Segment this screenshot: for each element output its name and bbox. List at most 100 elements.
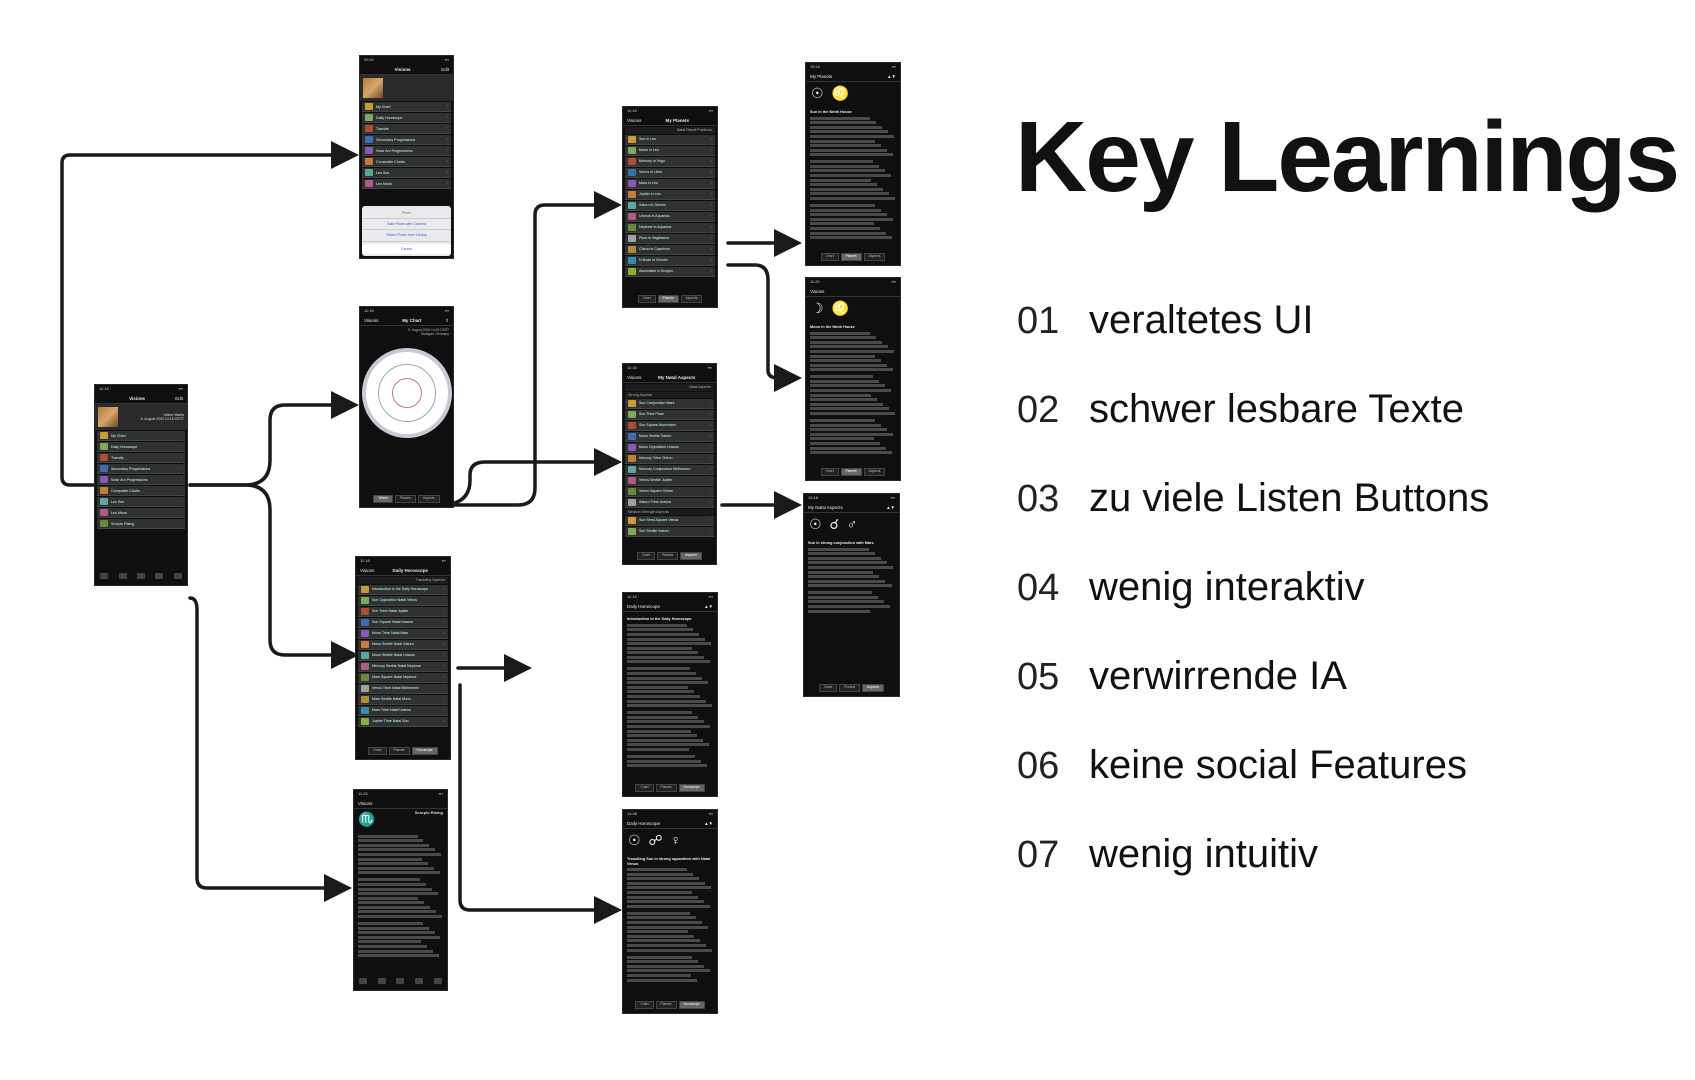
segment-tab[interactable]: Aspects (863, 468, 886, 476)
edit-button[interactable]: Edit (175, 395, 183, 401)
list-item[interactable]: Neptune in Aquarius› (625, 222, 715, 233)
list-item[interactable]: Mercury in Virgo› (625, 156, 715, 167)
avatar[interactable] (363, 78, 383, 99)
list-item[interactable]: Composite Charts› (97, 486, 185, 497)
segment-tab[interactable]: Chart (635, 784, 654, 792)
segment-tab[interactable]: Planets (655, 1001, 677, 1009)
list-item[interactable]: Venus in Libra› (625, 167, 715, 178)
segment-tab[interactable]: Horoscope (678, 1001, 705, 1009)
tab-icon[interactable] (433, 978, 442, 984)
list-item[interactable]: Jupiter in Leo› (625, 189, 715, 200)
profile-card[interactable] (360, 75, 453, 102)
take-photo-button[interactable]: Take Photo with Camera (362, 219, 451, 231)
back-button[interactable]: Visions (360, 567, 375, 573)
segment-tab[interactable]: Chart (635, 1001, 654, 1009)
back-button[interactable]: Daily Horoscope (627, 820, 661, 826)
list-item[interactable]: Scorpio Rising› (97, 519, 185, 530)
list-item[interactable]: Moon Sextile Natal Uranus› (358, 650, 448, 661)
segment-tab[interactable]: Planets (394, 495, 416, 503)
up-down-arrows-icon[interactable]: ▲▼ (704, 603, 713, 609)
tab-icon[interactable] (359, 978, 368, 984)
list-item[interactable]: Solar Arc Progressions› (97, 475, 185, 486)
share-icon[interactable]: ⇪ (445, 317, 449, 323)
list-item[interactable]: Venus Sextile Jupiter› (625, 475, 714, 486)
list-item[interactable]: Sun Trine Pluto› (625, 409, 714, 420)
list-item[interactable]: My Chart› (362, 102, 451, 113)
list-item[interactable]: Daily Horoscope› (97, 442, 185, 453)
segment-tab[interactable]: Planets (657, 552, 679, 560)
back-button[interactable]: Visions (810, 288, 825, 294)
list-item[interactable]: My Chart› (97, 431, 185, 442)
list-item[interactable]: Moon Opposition Uranus› (625, 442, 714, 453)
list-item[interactable]: Ascendant in Scorpio› (625, 266, 715, 277)
tab-icon[interactable] (415, 978, 424, 984)
select-photo-button[interactable]: Select Photo from Library (362, 230, 451, 242)
list-item[interactable]: Leo Moon› (97, 508, 185, 519)
segment-tab[interactable]: Planets (655, 784, 677, 792)
segment-tab[interactable]: Wheel (373, 495, 393, 503)
list-item[interactable]: Moon Sextile Saturn› (625, 431, 714, 442)
segment-tab[interactable]: Planets (840, 468, 862, 476)
chart-wheel[interactable] (361, 348, 452, 439)
back-button[interactable]: Visions (358, 800, 373, 806)
list-item[interactable]: Venus Trine Natal Midheaven› (358, 683, 448, 694)
list-item[interactable]: Sun Conjunction Mars› (625, 398, 714, 409)
list-item[interactable]: Moon Sextile Natal Saturn› (358, 639, 448, 650)
list-item[interactable]: Mercury Sextile Natal Neptune› (358, 661, 448, 672)
list-item[interactable]: Leo Sun› (97, 497, 185, 508)
list-item[interactable]: Mars Sextile Natal Moon› (358, 694, 448, 705)
list-item[interactable]: Daily Horoscope› (362, 113, 451, 124)
back-button[interactable]: My Natal Aspects (808, 504, 843, 510)
tab-icon[interactable] (118, 573, 127, 579)
segment-tab[interactable]: Aspects (680, 552, 702, 560)
segment-tab[interactable]: Chart (637, 295, 656, 303)
list-item[interactable]: Sun Trine Natal Jupiter› (358, 606, 448, 617)
list-item[interactable]: N.Node in Gemini› (625, 255, 715, 266)
list-item[interactable]: Introduction to the Daily Horoscope› (358, 584, 448, 595)
list-item[interactable]: Sun Opposition Natal Venus› (358, 595, 448, 606)
list-item[interactable]: Sun Square Natal Uranus› (358, 617, 448, 628)
list-item[interactable]: Pluto in Sagittarius› (625, 233, 715, 244)
tab-icon[interactable] (136, 573, 145, 579)
segment-tab[interactable]: Chart (637, 552, 656, 560)
list-item[interactable]: Moon Trine Natal Mars› (358, 628, 448, 639)
tab-icon[interactable] (100, 573, 109, 579)
segment-tab[interactable]: Planets (657, 295, 679, 303)
list-item[interactable]: Secondary Progressions› (97, 464, 185, 475)
back-button[interactable]: Visions (627, 374, 642, 380)
list-item[interactable]: Venus Square Chiron› (625, 486, 714, 497)
list-item[interactable]: Mars in Leo› (625, 178, 715, 189)
list-item[interactable]: Saturn Trine Uranus› (625, 497, 714, 508)
list-item[interactable]: Chiron in Capricorn› (625, 244, 715, 255)
back-button[interactable]: My Planets (810, 73, 833, 79)
tab-icon[interactable] (396, 978, 405, 984)
list-item[interactable]: Secondary Progressions› (362, 135, 451, 146)
list-item[interactable]: Mercury Conjunction Midheaven› (625, 464, 714, 475)
list-item[interactable]: Mercury Trine Chiron› (625, 453, 714, 464)
cancel-button[interactable]: Cancel (362, 243, 451, 254)
list-item[interactable]: Sun in Leo› (625, 134, 715, 145)
back-button[interactable]: Daily Horoscope (627, 603, 661, 609)
segment-tab[interactable]: Chart (368, 747, 387, 755)
list-item[interactable]: Leo Sun› (362, 168, 451, 179)
list-item[interactable]: Sun Square Ascendant› (625, 420, 714, 431)
list-item[interactable]: Sun Semi-Square Venus› (625, 516, 714, 527)
list-item[interactable]: Jupiter Trine Natal Sun› (358, 716, 448, 727)
tab-icon[interactable] (173, 573, 182, 579)
up-down-arrows-icon[interactable]: ▲▼ (887, 73, 896, 79)
segment-tab[interactable]: Planets (839, 684, 861, 692)
list-item[interactable]: Uranus in Aquarius› (625, 211, 715, 222)
up-down-arrows-icon[interactable]: ▲▼ (704, 820, 713, 826)
back-button[interactable]: Visions (364, 317, 379, 323)
list-item[interactable]: Transits› (362, 124, 451, 135)
segment-tab[interactable]: Chart (820, 253, 839, 261)
avatar[interactable] (98, 407, 118, 428)
segment-tab[interactable]: Horoscope (678, 784, 705, 792)
segment-tab[interactable]: Aspects (680, 295, 703, 303)
tab-icon[interactable] (377, 978, 386, 984)
edit-button[interactable]: Edit (441, 66, 449, 72)
segment-tab[interactable]: Horoscope (411, 747, 438, 755)
list-item[interactable]: Composite Charts› (362, 157, 451, 168)
segment-tab[interactable]: Aspects (417, 495, 440, 503)
